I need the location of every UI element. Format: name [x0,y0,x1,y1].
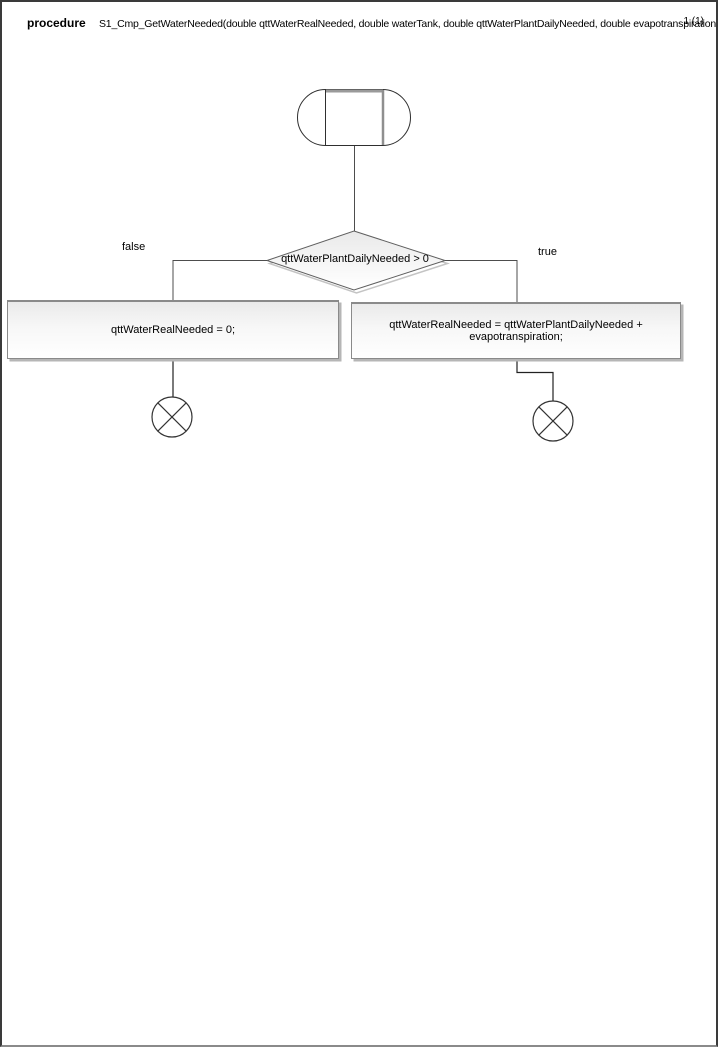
false-branch-label: false [122,241,146,253]
action-box-true-text: qttWaterRealNeeded = qttWaterPlantDailyN… [389,319,643,343]
true-branch-label: true [538,246,557,258]
page-number: 1 (1) [683,16,704,27]
end-node-true[interactable] [532,400,574,442]
flow-final-x-stroke [157,402,187,432]
action-box-false-text: qttWaterRealNeeded = 0; [110,324,236,336]
connector-true-box-to-end [516,359,554,401]
action-box-false[interactable]: qttWaterRealNeeded = 0; [7,300,339,359]
start-node-capsule [297,89,411,146]
connector-false-branch [172,260,267,300]
procedure-signature: S1_Cmp_GetWaterNeeded(double qttWaterRea… [99,18,718,30]
action-box-true[interactable]: qttWaterRealNeeded = qttWaterPlantDailyN… [351,302,681,359]
decision-node[interactable] [265,230,450,294]
connector-true-branch [445,260,518,302]
end-node-false[interactable] [151,396,193,438]
start-node[interactable] [297,89,411,146]
decision-node-shape [265,230,447,291]
procedure-kind-label: procedure [27,16,86,30]
flow-final-x-stroke [538,406,568,436]
